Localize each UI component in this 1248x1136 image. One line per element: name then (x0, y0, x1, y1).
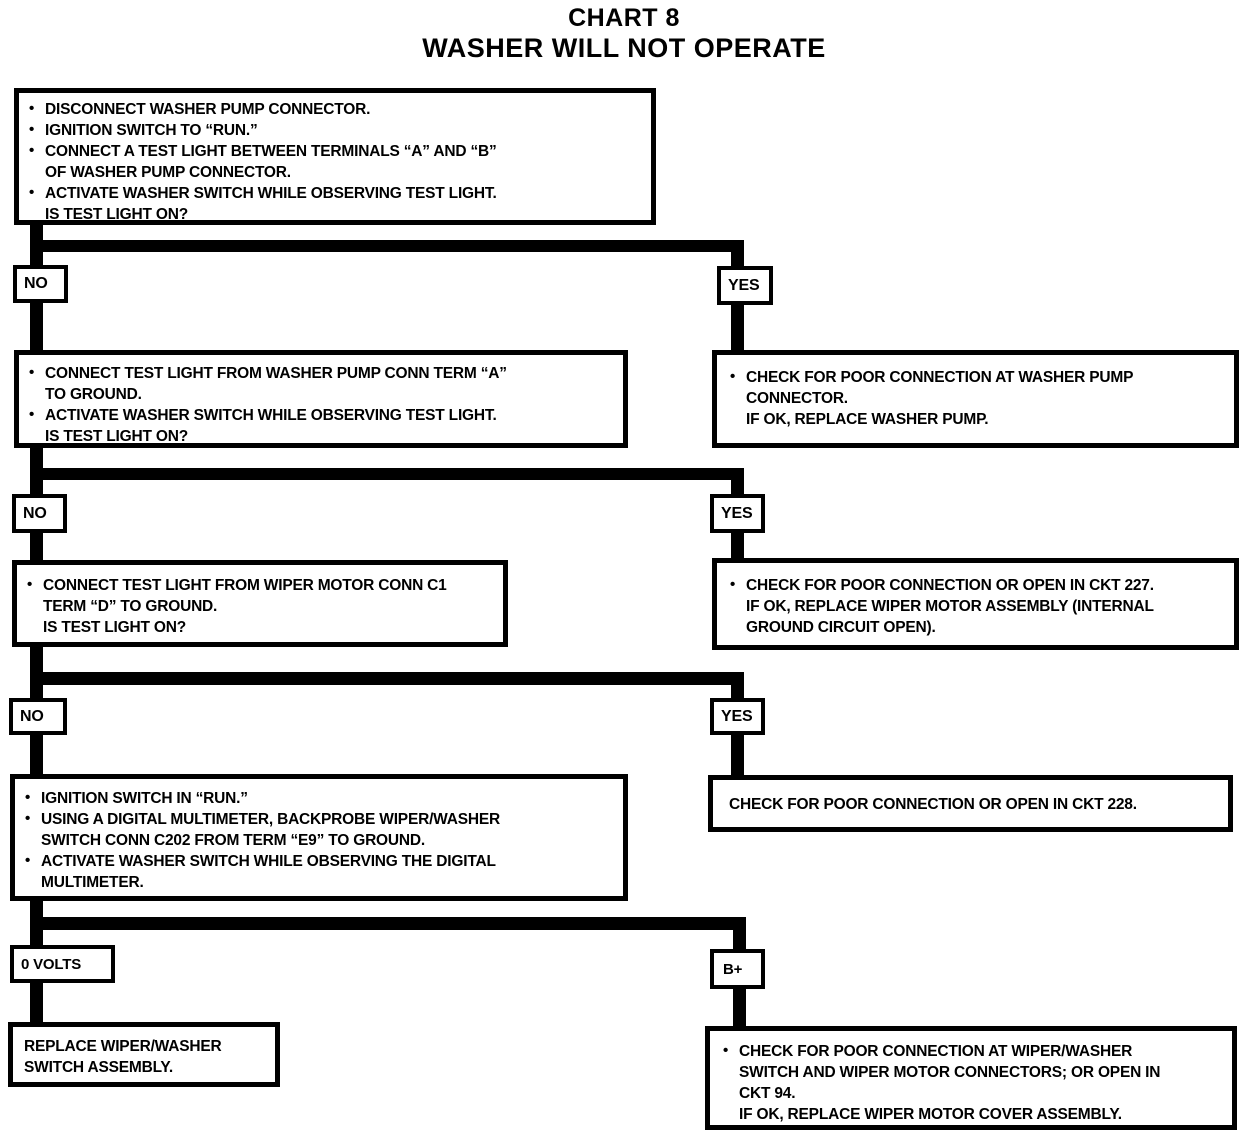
decision-no-2: NO (12, 494, 67, 533)
step4-no-box: • IGNITION SWITCH IN “RUN.” • USING A DIGI… (10, 774, 628, 901)
decision-label: NO (20, 707, 44, 725)
connector-vertical (731, 531, 744, 560)
bullet-icon: • (27, 576, 33, 593)
step-text: MULTIMETER. (41, 874, 144, 891)
step-text: CHECK FOR POOR CONNECTION OR OPEN IN CKT… (746, 577, 1154, 594)
step2-no-box: • CONNECT TEST LIGHT FROM WASHER PUMP CON… (14, 350, 628, 448)
chart-title: CHART 8 (568, 4, 680, 32)
step-text: REPLACE WIPER/WASHER (24, 1038, 222, 1055)
step-text: ACTIVATE WASHER SWITCH WHILE OBSERVING T… (41, 853, 496, 870)
step-text: IF OK, REPLACE WASHER PUMP. (746, 411, 989, 428)
step-text: TO GROUND. (45, 386, 142, 403)
branch-bar (30, 468, 744, 480)
decision-no-3: NO (9, 698, 67, 735)
step-text: IF OK, REPLACE WIPER MOTOR ASSEMBLY (INT… (746, 598, 1154, 615)
step3-yes-box: • CHECK FOR POOR CONNECTION OR OPEN IN CK… (712, 558, 1239, 650)
step-text: ACTIVATE WASHER SWITCH WHILE OBSERVING T… (45, 407, 497, 424)
step-text: CONNECT A TEST LIGHT BETWEEN TERMINALS “… (45, 143, 497, 160)
step-text: CONNECT TEST LIGHT FROM WIPER MOTOR CONN… (43, 577, 447, 594)
step-text: DISCONNECT WASHER PUMP CONNECTOR. (45, 101, 371, 118)
step-text: SWITCH AND WIPER MOTOR CONNECTORS; OR OP… (739, 1064, 1161, 1081)
decision-yes-1: YES (717, 266, 773, 305)
step-text: IS TEST LIGHT ON? (43, 619, 186, 636)
step-text: IF OK, REPLACE WIPER MOTOR COVER ASSEMBL… (739, 1106, 1122, 1123)
connector-vertical (733, 930, 746, 949)
connector-vertical (30, 302, 43, 350)
step-text: CHECK FOR POOR CONNECTION OR OPEN IN CKT… (729, 796, 1137, 813)
bullet-icon: • (29, 364, 35, 381)
bullet-icon: • (29, 121, 35, 138)
step-text: IGNITION SWITCH IN “RUN.” (41, 790, 248, 807)
bullet-icon: • (29, 100, 35, 117)
bullet-icon: • (723, 1042, 729, 1059)
bullet-icon: • (29, 406, 35, 423)
decision-label: YES (728, 276, 760, 294)
decision-yes-3: YES (710, 698, 765, 735)
connector-vertical (30, 981, 43, 1022)
decision-label: NO (23, 504, 47, 522)
decision-label: NO (24, 275, 48, 292)
decision-label: 0 VOLTS (21, 955, 81, 973)
step-text: CHECK FOR POOR CONNECTION AT WIPER/WASHE… (739, 1043, 1133, 1060)
bullet-icon: • (730, 576, 736, 593)
chart-subtitle: WASHER WILL NOT OPERATE (422, 33, 826, 63)
decision-yes-2: YES (710, 494, 765, 533)
branch-bar (30, 240, 744, 252)
connector-vertical (731, 480, 744, 494)
connector-vertical (733, 987, 746, 1026)
decision-label: YES (721, 707, 753, 725)
decision-0volts: 0 VOLTS (10, 945, 115, 983)
step3-no-box: • CONNECT TEST LIGHT FROM WIPER MOTOR CON… (12, 560, 508, 647)
bullet-icon: • (25, 852, 31, 869)
bullet-icon: • (29, 184, 35, 201)
step-text: TERM “D” TO GROUND. (43, 598, 218, 615)
bullet-icon: • (29, 142, 35, 159)
result-bplus-box: • CHECK FOR POOR CONNECTION AT WIPER/WASH… (705, 1026, 1237, 1130)
step-text: ACTIVATE WASHER SWITCH WHILE OBSERVING T… (45, 185, 497, 202)
step-text: CONNECT TEST LIGHT FROM WASHER PUMP CONN… (45, 365, 507, 382)
connector-vertical (30, 733, 43, 774)
connector-vertical (731, 685, 744, 698)
step1-box: • DISCONNECT WASHER PUMP CONNECTOR. • IGNI… (14, 88, 656, 225)
decision-bplus: B+ (710, 949, 765, 989)
decision-label: YES (721, 504, 753, 522)
step-text: IGNITION SWITCH TO “RUN.” (45, 122, 258, 139)
decision-no-1: NO (13, 265, 68, 303)
result-0volts-box: REPLACE WIPER/WASHER SWITCH ASSEMBLY. (8, 1022, 280, 1087)
connector-vertical (731, 304, 744, 350)
branch-bar (30, 672, 744, 685)
step-text: SWITCH ASSEMBLY. (24, 1059, 173, 1076)
decision-label: B+ (723, 960, 743, 978)
step-text: USING A DIGITAL MULTIMETER, BACKPROBE WI… (41, 811, 501, 828)
step-text: CKT 94. (739, 1085, 796, 1102)
step-text: CONNECTOR. (746, 390, 848, 407)
step-text: CHECK FOR POOR CONNECTION AT WASHER PUMP (746, 369, 1134, 386)
step-text: GROUND CIRCUIT OPEN). (746, 619, 936, 636)
step4-yes-box: CHECK FOR POOR CONNECTION OR OPEN IN CKT… (708, 775, 1233, 832)
step-text: IS TEST LIGHT ON? (45, 206, 188, 223)
bullet-icon: • (730, 368, 736, 385)
bullet-icon: • (25, 789, 31, 806)
connector-vertical (731, 252, 744, 266)
connector-vertical (731, 733, 744, 777)
step-text: IS TEST LIGHT ON? (45, 428, 188, 445)
step-text: SWITCH CONN C202 FROM TERM “E9” TO GROUN… (41, 832, 426, 849)
step2-yes-box: • CHECK FOR POOR CONNECTION AT WASHER PUM… (712, 350, 1239, 448)
connector-vertical (30, 531, 43, 560)
branch-bar (30, 917, 746, 930)
bullet-icon: • (25, 810, 31, 827)
step-text: OF WASHER PUMP CONNECTOR. (45, 164, 291, 181)
